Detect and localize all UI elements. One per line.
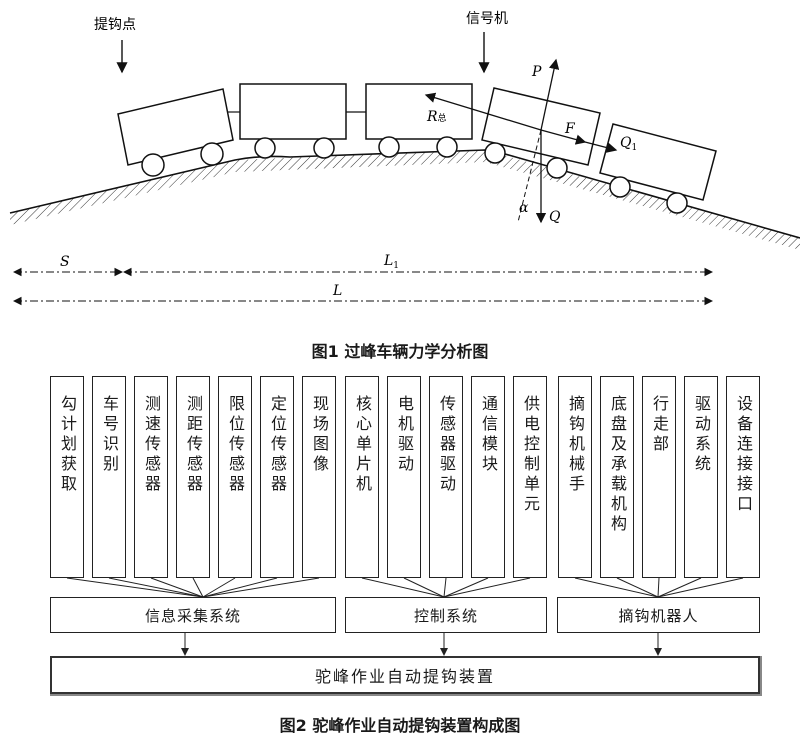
label-R-total: R总 — [426, 109, 447, 125]
label-F: F — [564, 121, 576, 137]
wagon-4 — [481, 87, 601, 179]
figure-1-caption: 图1 过峰车辆力学分析图 — [311, 342, 489, 361]
wagon-2 — [239, 83, 347, 159]
force-F-arrow — [540, 129, 587, 145]
system-uncoupling-robot: 摘钩机器人 — [557, 597, 760, 633]
module-sensor-drive: 传感器驱动 — [429, 376, 463, 578]
module-position-sensor: 定位传感器 — [260, 376, 294, 578]
module-car-number-recognition: 车号识别 — [92, 376, 126, 578]
system-info-acquisition: 信息采集系统 — [50, 597, 336, 633]
system-control: 控制系统 — [345, 597, 547, 633]
label-alpha: α — [519, 200, 529, 216]
module-motor-drive: 电机驱动 — [387, 376, 421, 578]
module-chassis: 底盘及承载机构 — [600, 376, 634, 578]
figure-2-caption: 图2 驼峰作业自动提钩装置构成图 — [279, 716, 521, 735]
module-uncoupling-manipulator: 摘钩机械手 — [558, 376, 592, 578]
wagon-5 — [599, 123, 717, 214]
wagon-3 — [365, 83, 473, 158]
module-drive-system: 驱动系统 — [684, 376, 718, 578]
dimension-S: S — [12, 254, 124, 277]
module-walking-unit: 行走部 — [642, 376, 676, 578]
module-speed-sensor: 测速传感器 — [134, 376, 168, 578]
svg-text:L1: L1 — [383, 253, 399, 271]
auto-uncoupling-device: 驼峰作业自动提钩装置 — [50, 656, 760, 694]
module-site-image: 现场图像 — [302, 376, 336, 578]
module-hook-plan: 勾计划获取 — [50, 376, 84, 578]
dimension-L1: L1 — [122, 253, 714, 277]
dimension-L: L — [12, 283, 714, 306]
svg-text:L: L — [332, 283, 342, 299]
module-device-interface: 设备连接接口 — [726, 376, 760, 578]
signal-label: 信号机 — [466, 11, 508, 27]
module-limit-sensor: 限位传感器 — [218, 376, 252, 578]
module-power-control: 供电控制单元 — [513, 376, 547, 578]
label-Q: Q — [549, 209, 561, 225]
force-R-arrow — [424, 92, 542, 131]
svg-text:S: S — [60, 254, 70, 270]
module-distance-sensor: 测距传感器 — [176, 376, 210, 578]
module-communication: 通信模块 — [471, 376, 505, 578]
label-P: P — [531, 64, 542, 80]
label-Q1: Q1 — [620, 135, 637, 153]
hump-mechanics-diagram: P R总 F Q1 α Q 提钩点 信号机 S L1 L — [9, 11, 800, 306]
module-core-mcu: 核心单片机 — [345, 376, 379, 578]
force-Q1-arrow — [584, 141, 618, 153]
force-P-arrow — [540, 58, 560, 131]
wagon-1 — [117, 88, 234, 177]
hook-point-label: 提钩点 — [94, 17, 136, 33]
